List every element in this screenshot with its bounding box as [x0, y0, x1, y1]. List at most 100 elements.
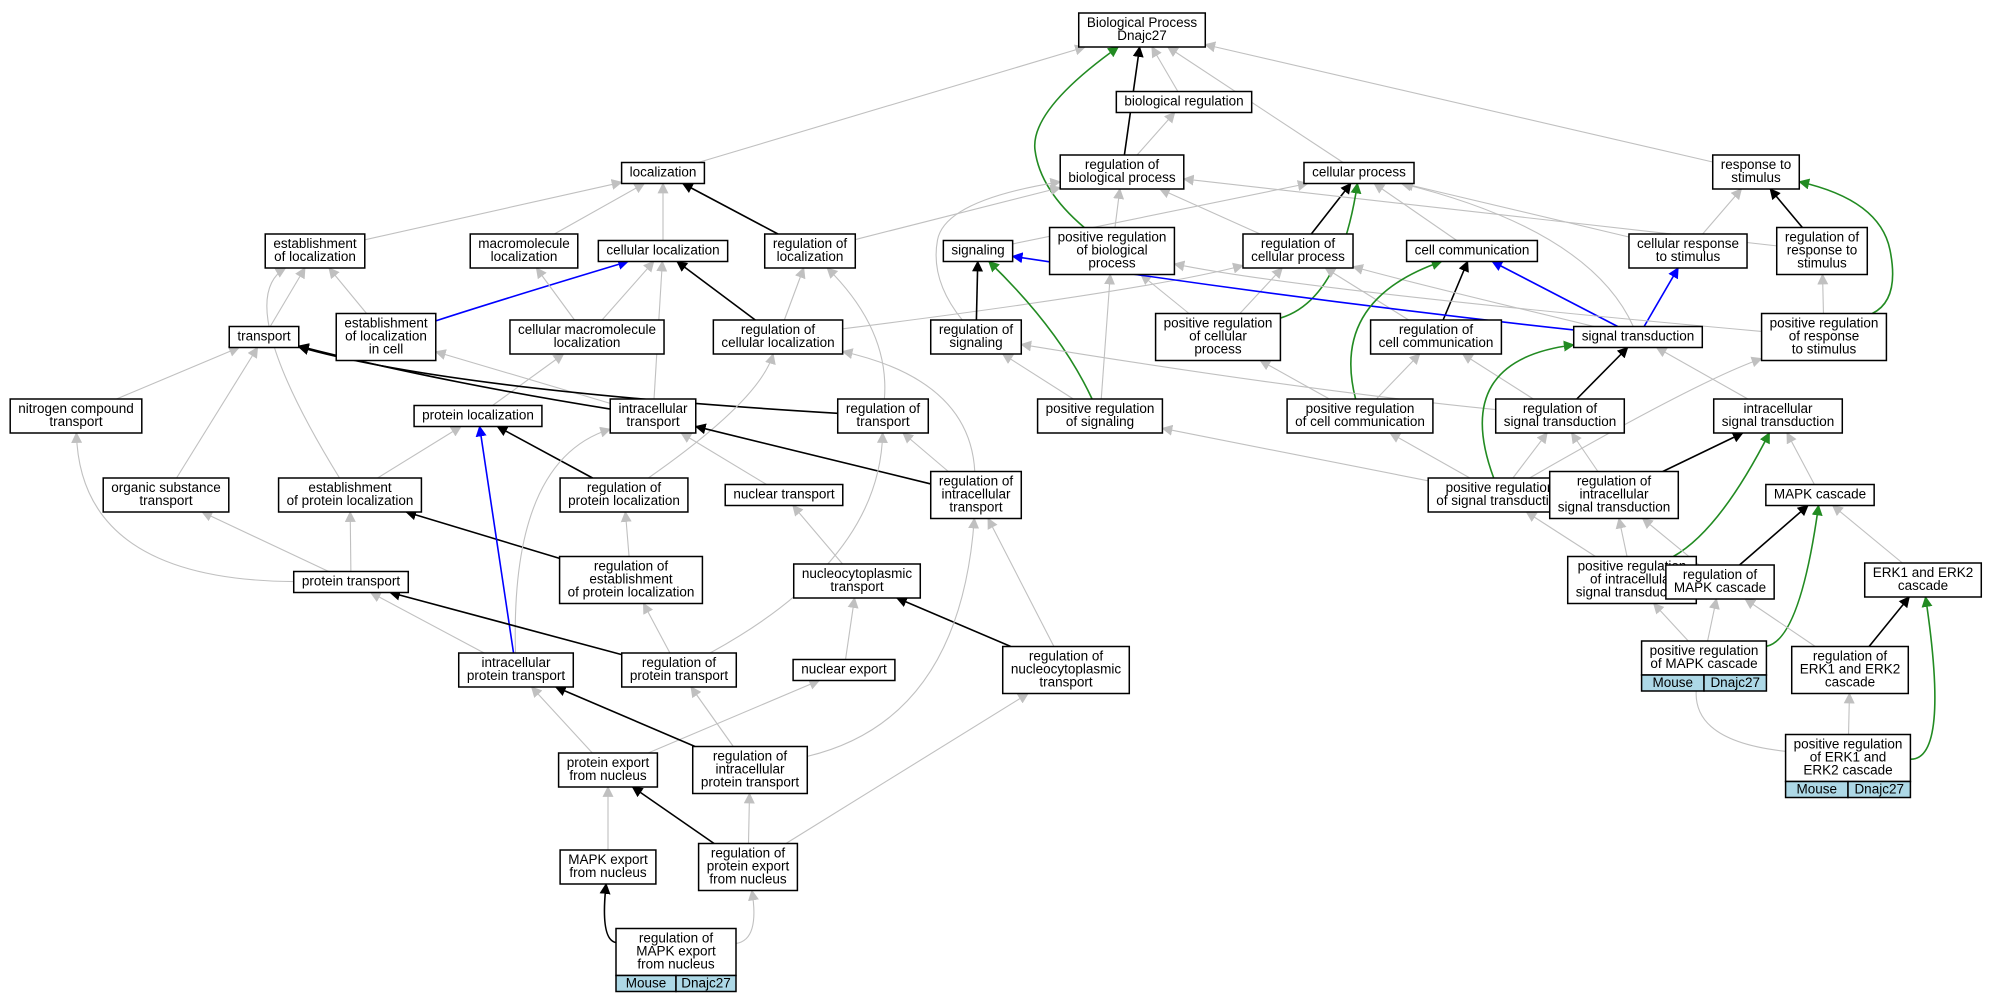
go-term-node-mapk[interactable]: MAPK cascade — [1765, 483, 1875, 507]
node-label-line: of protein localization — [568, 585, 695, 600]
node-label-line: macromolecule — [478, 236, 570, 251]
node-label-line: establishment — [308, 480, 392, 495]
node-label-line: positive regulation — [1058, 230, 1167, 245]
edge-prrs-to-rrs — [1817, 273, 1829, 314]
node-label-line: Biological Process — [1087, 15, 1198, 30]
node-label-line: of ERK1 and — [1810, 750, 1887, 765]
edge-prsig-to-sig — [988, 260, 1093, 400]
go-term-node-loc[interactable]: localization — [620, 161, 706, 185]
edge-rst-to-st — [1576, 346, 1629, 400]
go-term-node-trans[interactable]: transport — [228, 325, 300, 349]
edge-mapk-to-ist — [1786, 432, 1815, 485]
node-label-line: protein localization — [422, 408, 534, 423]
go-term-node-pt[interactable]: protein transport — [292, 570, 410, 594]
node-label-line: nucleocytoplasmic — [802, 566, 913, 581]
edge-it-to-trans — [297, 343, 611, 410]
edge-st-to-rcp — [1351, 264, 1595, 328]
edge-ost-to-trans — [176, 346, 259, 479]
node-label-line: regulation of — [741, 322, 816, 337]
node-label-line: from nucleus — [709, 872, 787, 887]
node-box — [1784, 733, 1912, 783]
node-label-line: regulation of — [642, 655, 717, 670]
go-term-node-breg[interactable]: biological regulation — [1115, 90, 1253, 114]
go-term-node-cc[interactable]: cell communication — [1405, 239, 1539, 263]
go-term-node-cloc[interactable]: cellular localization — [597, 239, 729, 263]
node-box — [691, 745, 809, 795]
go-term-node-cp[interactable]: cellular process — [1303, 161, 1415, 185]
node-box — [1242, 233, 1354, 269]
node-label-line: cellular process — [1312, 165, 1406, 180]
go-term-node-nt[interactable]: nuclear transport — [724, 483, 844, 507]
edge-it-to-elc — [434, 349, 611, 404]
edge-prerk-to-rerk — [1843, 692, 1855, 735]
node-label-line: establishment — [589, 572, 673, 587]
node-label-line: regulation of — [1785, 230, 1860, 245]
edge-crs-to-cp — [1402, 180, 1630, 238]
node-label-line: positive regulation — [1046, 401, 1155, 416]
edge-rit-to-rtr — [902, 432, 949, 472]
node-label-line: ERK1 and ERK2 — [1873, 565, 1974, 580]
node-label-line: establishment — [344, 316, 428, 331]
node-box — [1286, 398, 1434, 434]
go-term-node-st[interactable]: signal transduction — [1572, 325, 1704, 349]
node-label-line: signal transduction — [1558, 500, 1671, 515]
node-label-line: regulation of — [1683, 567, 1758, 582]
go-term-node-ne[interactable]: nuclear export — [792, 658, 896, 682]
go-term-node-ploc[interactable]: protein localization — [413, 404, 543, 428]
edge-ript-to-ipt — [554, 685, 696, 748]
node-box — [9, 398, 143, 434]
node-label-line: MAPK export — [636, 944, 716, 959]
edge-epl-to-ploc — [377, 425, 462, 479]
edge-cp-to-bp — [1166, 46, 1344, 163]
edge-prrs-to-prbp — [1173, 260, 1762, 332]
annotation-species-label: Mouse — [626, 976, 667, 991]
node-box — [559, 477, 689, 513]
go-term-node-sig[interactable]: signaling — [942, 239, 1014, 263]
